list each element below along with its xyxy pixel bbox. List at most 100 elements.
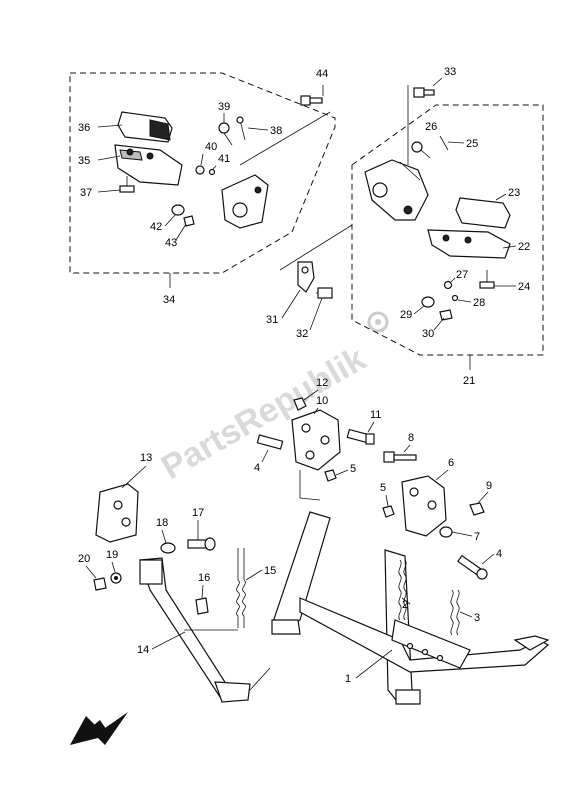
bolt-33 [413, 87, 435, 98]
callout-13: 13 [140, 452, 152, 464]
footrest-bracket-left [221, 174, 269, 229]
nut-5-lower [382, 505, 395, 518]
svg-text:PartsRepublik: PartsRepublik [155, 340, 372, 487]
spring-3 [450, 589, 460, 636]
callout-9: 9 [486, 480, 492, 492]
watermark-gear-icon [367, 311, 389, 333]
callout-7: 7 [474, 531, 480, 543]
washer-40 [195, 165, 205, 175]
callout-12: 12 [316, 377, 328, 389]
bracket-6 [401, 475, 447, 537]
callout-41: 41 [218, 153, 230, 165]
callout-15: 15 [264, 565, 276, 577]
washer-27 [443, 280, 453, 290]
callout-38: 38 [270, 125, 282, 137]
callout-33: 33 [444, 66, 456, 78]
callout-30: 30 [422, 328, 434, 340]
callout-3: 3 [474, 612, 480, 624]
callout-21: 21 [463, 375, 475, 387]
callout-24: 24 [518, 281, 530, 293]
callout-31: 31 [266, 314, 278, 326]
footrest-bracket-35 [114, 144, 183, 186]
callout-32: 32 [296, 328, 308, 340]
cotter-pin-25 [439, 135, 449, 151]
callout-19: 19 [106, 549, 118, 561]
callout-14: 14 [137, 644, 149, 656]
footrest-bracket-22 [427, 229, 511, 259]
bolt-4-upper [256, 434, 284, 450]
bolt-32 [316, 287, 333, 299]
bolt-24 [479, 270, 495, 289]
callout-40: 40 [205, 141, 217, 153]
callout-44: 44 [316, 68, 328, 80]
bushing-18 [160, 542, 176, 554]
watermark: PartsRepublik [155, 340, 372, 487]
callout-39: 39 [218, 101, 230, 113]
main-stand-1 [271, 511, 550, 705]
side-stand-14 [139, 557, 271, 703]
callout-5-upper: 5 [350, 463, 356, 475]
callout-28: 28 [473, 297, 485, 309]
callout-22: 22 [518, 241, 530, 253]
nut-20 [93, 577, 107, 591]
callouts: 36 35 37 39 38 40 41 42 43 34 44 33 26 2… [78, 66, 530, 685]
bolt-8 [383, 451, 417, 463]
pin-28 [451, 294, 459, 302]
nut-12 [293, 397, 307, 411]
callout-34: 34 [163, 294, 175, 306]
switch-16 [195, 597, 209, 615]
bracket-13 [95, 483, 139, 543]
callout-29: 29 [400, 309, 412, 321]
callout-2: 2 [402, 599, 408, 611]
footrest-rubber-23 [455, 197, 511, 229]
bolt-17 [187, 537, 216, 551]
callout-37: 37 [80, 187, 92, 199]
callout-16: 16 [198, 572, 210, 584]
callout-35: 35 [78, 155, 90, 167]
callout-27: 27 [456, 269, 468, 281]
callout-36: 36 [78, 122, 90, 134]
cotter-pin-38 [236, 116, 246, 141]
bolt-44 [300, 85, 324, 106]
bolt-4-lower [457, 554, 488, 580]
washer-19 [110, 572, 122, 584]
footrest-left-assembly-box [69, 72, 336, 288]
pin-39 [218, 122, 233, 146]
footrest-rubber-36 [117, 111, 173, 143]
pin-26 [411, 141, 431, 159]
callout-4-upper: 4 [254, 462, 260, 474]
bolt-11 [346, 428, 375, 445]
callout-18: 18 [156, 517, 168, 529]
spring-2 [398, 559, 407, 621]
callout-17: 17 [192, 507, 204, 519]
callout-8: 8 [408, 432, 414, 444]
pin-41 [208, 168, 216, 176]
footrest-bracket-right [364, 159, 429, 221]
arrow-down-left-icon [70, 712, 128, 745]
callout-25: 25 [466, 138, 478, 150]
nut-30 [439, 309, 453, 321]
callout-1: 1 [345, 673, 351, 685]
callout-42: 42 [150, 221, 162, 233]
footrest-right-assembly-box [351, 104, 544, 370]
callout-4-lower: 4 [496, 548, 502, 560]
callout-43: 43 [165, 237, 177, 249]
nut-43 [183, 215, 195, 227]
bolt-37 [119, 176, 135, 193]
bracket-10 [291, 409, 341, 471]
callout-5-lower: 5 [380, 482, 386, 494]
damper-29 [421, 296, 435, 308]
callout-11: 11 [370, 409, 381, 421]
callout-20: 20 [78, 553, 90, 565]
callout-26: 26 [425, 121, 437, 133]
callout-23: 23 [508, 187, 520, 199]
damper-42 [171, 204, 185, 216]
nut-9 [469, 502, 485, 516]
callout-6: 6 [448, 457, 454, 469]
plate-31 [297, 261, 315, 293]
nut-5-upper [324, 469, 337, 482]
spring-15 [236, 548, 246, 628]
callout-10: 10 [316, 395, 328, 407]
collar-7 [439, 526, 453, 538]
